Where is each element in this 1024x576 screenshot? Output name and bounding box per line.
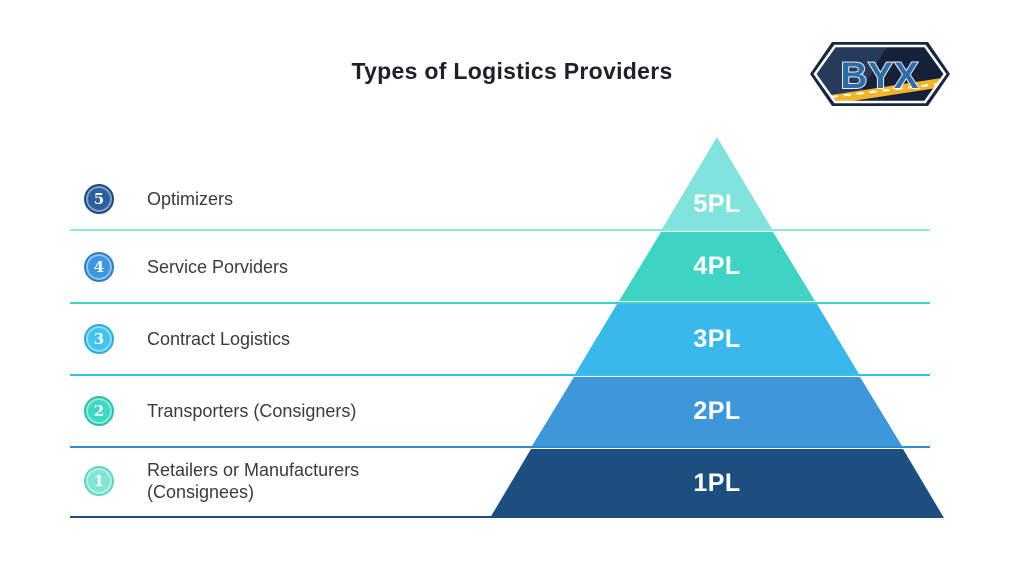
pyramid-segment-2pl: 2PL [532,377,902,446]
badge-number: 2 [93,401,105,420]
number-badge-2: 2 [84,396,114,426]
list-item-5: 5 Optimizers [84,177,233,221]
list-item-label: Retailers or Manufacturers (Consignees) [147,459,359,503]
list-item-label: Contract Logistics [147,328,290,350]
logo-inner-border [813,44,947,104]
pyramid-segment-label: 3PL [693,324,741,353]
logo-road [815,77,945,102]
pyramid-segment-4pl: 4PL [619,232,815,301]
label-line: Contract Logistics [147,329,291,349]
label-line: Optimizers [147,189,234,209]
divider-line-1 [70,516,500,518]
divider-line-3 [70,374,930,376]
badge-number: 5 [93,189,105,208]
byx-logo: BYX [810,42,950,106]
list-item-2: 2 Transporters (Consigners) [84,389,356,433]
pyramid-segment-1pl: 1PL [490,449,944,518]
list-item-1: 1 Retailers or Manufacturers (Consignees… [84,459,359,503]
badge-number: 1 [93,471,105,490]
logo-road-dashes [817,82,945,100]
pyramid-segment-3pl: 3PL [575,304,859,374]
badge-number: 3 [93,329,105,348]
divider-line-4 [70,302,930,304]
logo-light-facet [815,46,888,102]
divider-line-5 [70,229,930,231]
list-item-label: Optimizers [147,188,233,210]
number-badge-4: 4 [84,252,114,282]
pyramid-segment-5pl: 5PL [662,137,772,229]
number-badge-5: 5 [84,184,114,214]
list-item-3: 3 Contract Logistics [84,317,290,361]
pyramid-segment-label: 4PL [693,252,741,280]
number-badge-3: 3 [84,324,114,354]
logistics-pyramid: 5PL 4PL 3PL 2PL 1PL [490,137,944,518]
label-line: Service Porviders [147,257,289,277]
logo-text: BYX [840,55,919,96]
divider-line-2 [70,446,930,448]
list-item-label: Transporters (Consigners) [147,400,356,422]
badge-number: 4 [93,257,105,276]
pyramid-segment-label: 5PL [693,190,741,218]
page-title: Types of Logistics Providers [351,58,673,84]
label-line: Retailers or Manufacturers [147,460,360,480]
pyramid-segment-label: 2PL [693,397,741,425]
list-item-label: Service Porviders [147,256,288,278]
number-badge-1: 1 [84,466,114,496]
label-line: Transporters (Consigners) [147,401,357,421]
list-item-4: 4 Service Porviders [84,245,288,289]
label-line: (Consignees) [147,482,255,502]
pyramid-segment-label: 1PL [693,469,741,497]
